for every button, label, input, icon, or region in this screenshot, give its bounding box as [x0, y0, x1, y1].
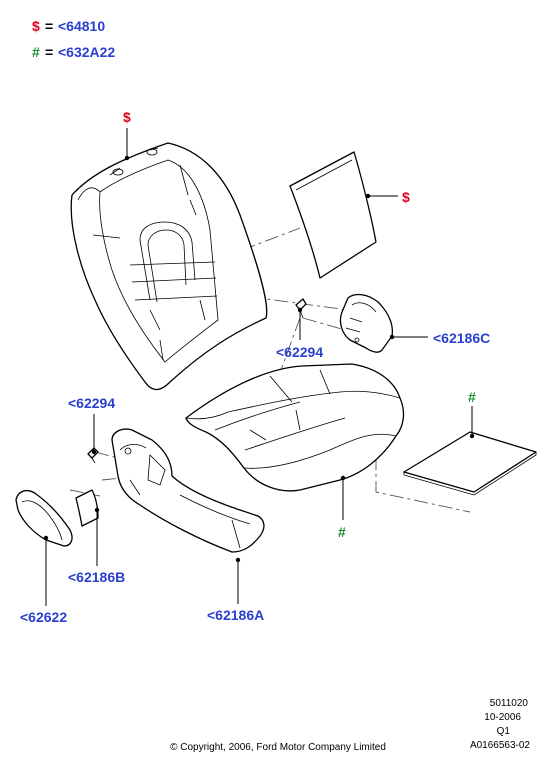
cushion-pad — [403, 431, 537, 496]
handle — [15, 489, 73, 547]
leader-lines — [43, 128, 475, 606]
legend-equals-1: = — [45, 18, 53, 34]
seat-backrest — [70, 142, 268, 391]
legend-equals-2: = — [45, 44, 53, 60]
callout-screw-lower[interactable]: <62294 — [68, 395, 115, 411]
callout-screw-upper[interactable]: <62294 — [276, 344, 323, 360]
footer-code-3: A0166563-02 — [470, 740, 530, 751]
legend: $ = <64810 # = <632A22 — [32, 18, 115, 60]
outer-shield — [111, 428, 265, 553]
footer: 5011020 10-2006 Q1 A0166563-02 © Copyrig… — [170, 698, 530, 753]
pad-hash-marker: # — [468, 389, 476, 405]
seat-cushion — [185, 363, 405, 492]
legend-dollar-ref[interactable]: <64810 — [58, 18, 105, 34]
back-panel-dollar-marker: $ — [402, 189, 410, 205]
callout-handle[interactable]: <62622 — [20, 609, 67, 625]
footer-code-2: Q1 — [497, 726, 511, 737]
footer-copyright: © Copyright, 2006, Ford Motor Company Li… — [170, 742, 386, 753]
callout-outer-shield[interactable]: <62186A — [207, 607, 264, 623]
legend-hash-symbol: # — [32, 44, 40, 60]
legend-hash-ref[interactable]: <632A22 — [58, 44, 115, 60]
small-shield — [75, 489, 99, 527]
callout-inner-shield[interactable]: <62186C — [433, 330, 490, 346]
backrest-dollar-marker: $ — [123, 109, 131, 125]
back-panel — [289, 151, 377, 279]
callout-labels: $ $ <62294 <62186C <62294 # # <62186B <6… — [20, 109, 490, 625]
callout-small-shield[interactable]: <62186B — [68, 569, 125, 585]
inner-shield — [339, 293, 394, 353]
footer-code-1: 5011020 — [490, 698, 529, 709]
footer-date: 10-2006 — [484, 712, 521, 723]
cushion-hash-marker: # — [338, 524, 346, 540]
legend-dollar-symbol: $ — [32, 18, 40, 34]
